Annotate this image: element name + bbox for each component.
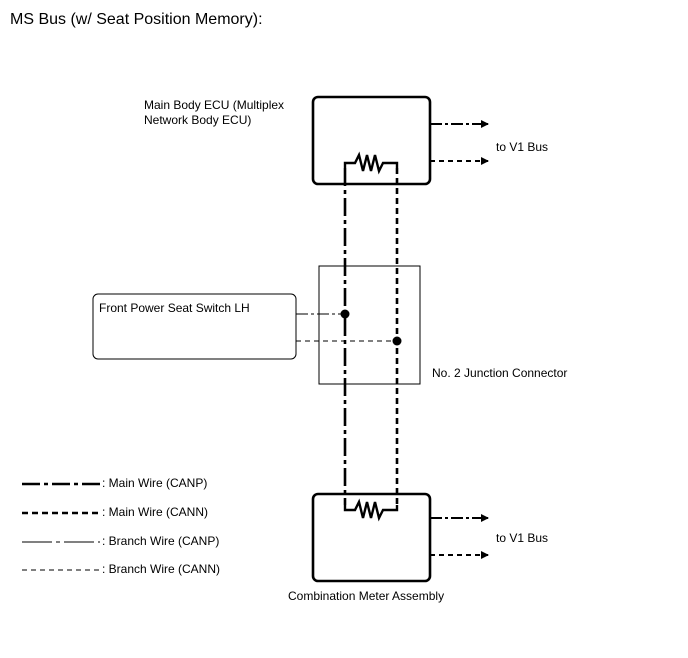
v1-bus-label-top: to V1 Bus (496, 140, 549, 154)
ecu-terminating-resistor (343, 151, 399, 175)
front-power-seat-switch-label: Front Power Seat Switch LH (99, 301, 250, 315)
v1-bus-label-bottom: to V1 Bus (496, 531, 549, 545)
combination-meter-box (311, 492, 432, 583)
junction-dot-canp (340, 309, 350, 319)
legend-label-main-cann: : Main Wire (CANN) (102, 505, 209, 519)
legend-label-branch-cann: : Branch Wire (CANN) (102, 562, 221, 576)
front-power-seat-switch-box (92, 293, 297, 360)
meter-terminating-resistor (343, 498, 399, 522)
main-body-ecu-box (311, 95, 432, 186)
junction-connector-label: No. 2 Junction Connector (432, 366, 568, 380)
legend-label-main-canp: : Main Wire (CANP) (102, 476, 208, 490)
junction-dot-cann (392, 336, 402, 346)
combination-meter-label: Combination Meter Assembly (288, 589, 445, 603)
main-body-ecu-label-line1: Main Body ECU (Multiplex (144, 98, 285, 112)
junction-connector-box (318, 265, 421, 385)
page-title: MS Bus (w/ Seat Position Memory): (10, 11, 263, 28)
legend-label-branch-canp: : Branch Wire (CANP) (102, 534, 220, 548)
main-body-ecu-label-line2: Network Body ECU) (144, 113, 252, 127)
